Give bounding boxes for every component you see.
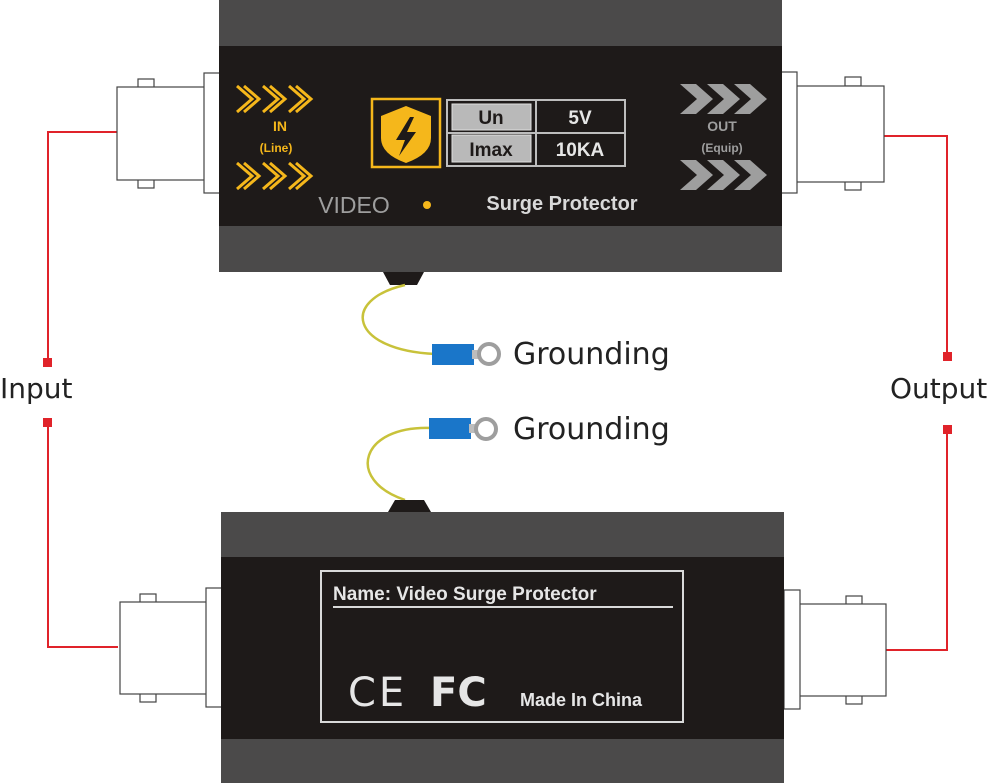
origin-label: Made In China xyxy=(520,690,643,710)
product-label: Surge Protector xyxy=(486,193,637,215)
input-label: Input xyxy=(0,372,73,405)
output-label: Output xyxy=(890,372,987,405)
bnc-connector-right-top xyxy=(780,71,885,194)
top-device: IN (Line) Un 5V Imax 10KA xyxy=(116,0,885,285)
label-plate xyxy=(320,570,684,723)
bottom-device-cap-bottom xyxy=(221,739,784,783)
lightning-shield-icon xyxy=(370,97,442,169)
bottom-ground-wire xyxy=(366,417,498,502)
out-label: OUT xyxy=(707,118,737,134)
fc-mark: FC xyxy=(430,670,487,716)
in-arrows-bottom-icon xyxy=(236,161,314,191)
name-label: Name: Video Surge Protector xyxy=(333,584,597,605)
grounding-bottom-label: Grounding xyxy=(513,412,670,447)
bottom-device-cap-top xyxy=(221,512,784,557)
output-wire-terminal-top xyxy=(943,352,952,361)
in-arrows-top-icon xyxy=(236,84,314,114)
bottom-ground-nub xyxy=(388,500,431,512)
spec-un-name: Un xyxy=(478,108,503,129)
ce-mark: CE xyxy=(348,670,407,716)
in-label: IN xyxy=(273,118,287,134)
video-label: VIDEO xyxy=(318,192,390,218)
top-ground-lug xyxy=(432,344,474,365)
top-ground-nub xyxy=(383,272,424,285)
in-sub-label: (Line) xyxy=(260,141,293,155)
bottom-ground-lug xyxy=(429,418,471,439)
bottom-device-body xyxy=(221,557,784,739)
out-arrows-top-icon xyxy=(680,84,767,114)
spec-imax-name: Imax xyxy=(469,140,513,161)
top-ground-ring-icon xyxy=(477,342,501,366)
output-wire-terminal-bottom xyxy=(943,425,952,434)
spec-un-value: 5V xyxy=(568,108,592,129)
top-device-cap-bottom xyxy=(219,226,782,272)
bnc-connector-left-bottom xyxy=(119,587,223,708)
bottom-ground-ring-icon xyxy=(474,417,498,441)
top-ground-wire xyxy=(361,283,501,366)
output-wire xyxy=(883,135,948,651)
spec-imax-value: 10KA xyxy=(556,140,605,161)
input-wire xyxy=(47,131,118,648)
bottom-device: Name: Video Surge Protector CE FC Made I… xyxy=(119,500,887,783)
input-wire-terminal-bottom xyxy=(43,418,52,427)
top-device-cap-top xyxy=(219,0,782,46)
yellow-dot-icon xyxy=(423,201,431,209)
out-arrows-bottom-icon xyxy=(680,160,767,190)
grounding-top-label: Grounding xyxy=(513,337,670,372)
bnc-connector-left-top xyxy=(116,72,221,194)
spec-table: Un 5V Imax 10KA xyxy=(446,99,626,167)
out-sub-label: (Equip) xyxy=(701,141,742,155)
input-wire-terminal-top xyxy=(43,358,52,367)
bnc-connector-right-bottom xyxy=(783,589,887,710)
